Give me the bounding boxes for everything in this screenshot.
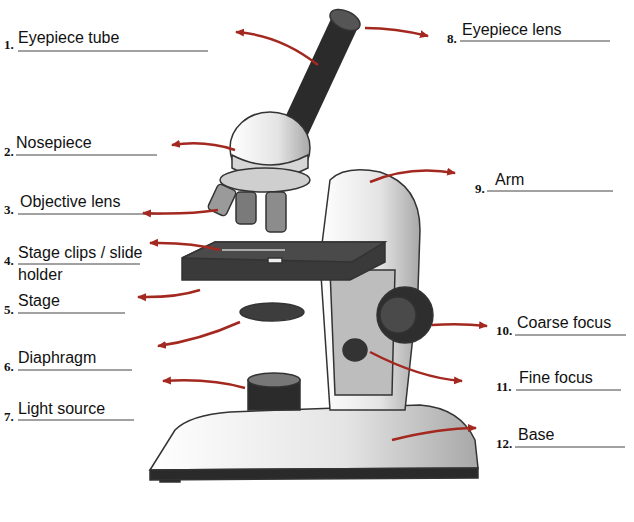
callout-number: 1. — [4, 37, 14, 53]
callout-number: 9. — [475, 181, 485, 197]
part-name: Eyepiece tube — [18, 28, 119, 48]
microscope-body — [150, 5, 478, 482]
part-name: Stage — [18, 291, 60, 311]
callout-number: 8. — [447, 31, 457, 47]
callout-number: 10. — [496, 323, 512, 339]
part-name: Stage clips / slide holder — [18, 242, 143, 286]
callout-number: 5. — [4, 302, 14, 318]
callout-number: 12. — [496, 436, 512, 452]
part-name: Fine focus — [519, 368, 593, 388]
part-name: Coarse focus — [517, 313, 611, 333]
part-name: Base — [518, 425, 554, 445]
callout-number: 2. — [4, 144, 14, 160]
callout-number: 6. — [4, 359, 14, 375]
part-name: Light source — [18, 399, 105, 419]
part-name: Diaphragm — [18, 348, 96, 368]
part-name: Arm — [495, 170, 524, 190]
part-name: Eyepiece lens — [462, 20, 562, 40]
part-name: Nosepiece — [16, 133, 92, 153]
leader-arrows — [138, 28, 487, 440]
callout-number: 11. — [496, 379, 512, 395]
callout-number: 3. — [4, 202, 14, 218]
callout-number: 7. — [4, 409, 14, 425]
callout-number: 4. — [4, 253, 14, 269]
part-name: Objective lens — [20, 192, 121, 212]
